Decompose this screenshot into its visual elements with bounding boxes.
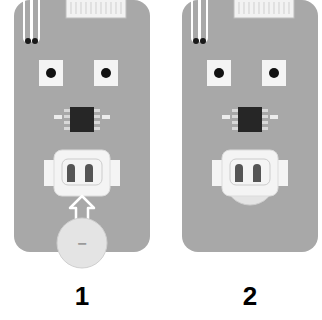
figure-number: 1 <box>75 283 89 309</box>
polarity-mark: − <box>77 236 86 252</box>
figure-number: 2 <box>243 283 257 309</box>
